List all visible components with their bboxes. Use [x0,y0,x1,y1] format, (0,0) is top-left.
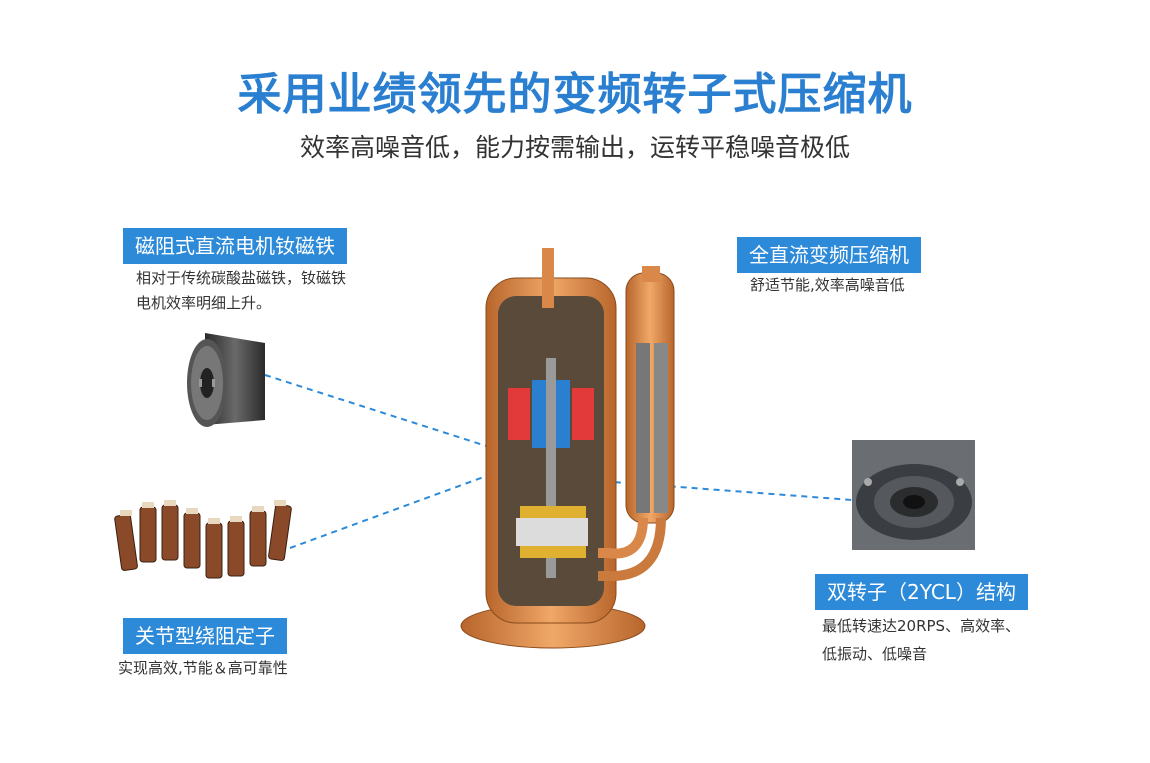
stator-feature-tag: 关节型绕阻定子 [123,618,287,654]
magnet-feature-tag: 磁阻式直流电机钕磁铁 [123,228,347,264]
stator-feature-desc: 实现高效,节能＆高可靠性 [118,659,288,677]
compressor-feature-desc: 舒适节能,效率高噪音低 [750,276,905,294]
rotor-feature-tag: 双转子（2YCL）结构 [815,574,1028,610]
page-title: 采用业绩领先的变频转子式压缩机 [237,69,913,120]
magnet-feature-desc-line1: 相对于传统碳酸盐磁铁，钕磁铁 [136,269,347,287]
magnet-feature-desc-line2: 电机效率明细上升。 [136,294,272,312]
magnet-illustration [187,333,265,427]
compressor-feature-tag: 全直流变频压缩机 [737,237,921,273]
compressor-illustration [460,248,675,649]
stator-illustration [114,500,292,579]
rotor-feature-desc-line2: 低振动、低噪音 [822,645,928,663]
rotor-illustration [852,440,975,550]
rotor-feature-desc-line1: 最低转速达20RPS、高效率、 [822,617,1021,635]
page-subtitle: 效率高噪音低，能力按需输出，运转平稳噪音极低 [299,133,850,162]
